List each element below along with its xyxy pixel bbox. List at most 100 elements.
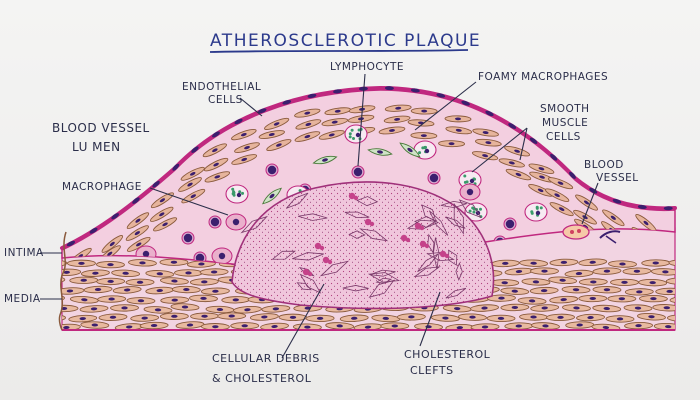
smooth-muscle-cell	[190, 312, 219, 320]
debris-fragment	[364, 218, 372, 226]
lymphocyte	[427, 171, 441, 185]
smooth-muscle-cell	[199, 268, 229, 276]
macrophage	[459, 183, 481, 201]
intima-smooth-muscle-cell	[472, 128, 499, 137]
smooth-muscle-cell	[500, 287, 530, 295]
smooth-muscle-cell	[562, 304, 591, 312]
intima-smooth-muscle-cell	[505, 168, 532, 181]
cholesterol-cleft	[356, 196, 379, 207]
cholesterol-cleft	[286, 192, 309, 209]
smooth-muscle-cell	[249, 313, 279, 321]
cholesterol-cleft	[413, 266, 441, 278]
smooth-muscle-cell	[96, 277, 126, 286]
intima-smooth-muscle-cell	[544, 188, 570, 203]
cholesterol-cleft	[455, 262, 463, 281]
smooth-muscle-cell	[530, 304, 560, 312]
endothelial-nucleus	[191, 146, 199, 153]
smooth-muscle-cell	[638, 294, 668, 303]
endothelial-nucleus	[568, 171, 576, 179]
intima-smooth-muscle-cell	[471, 151, 499, 161]
intima-smooth-muscle-cell	[101, 235, 124, 253]
lymphocyte	[503, 217, 517, 231]
intima-smooth-muscle-cell	[295, 119, 322, 130]
intima-smooth-muscle-cell	[438, 140, 465, 148]
cholesterol-cleft	[240, 215, 268, 234]
cholesterol-cleft	[426, 251, 455, 262]
smooth-muscle-cell	[490, 279, 520, 287]
label-foamy-macrophages: FOAMY MACROPHAGES	[478, 71, 608, 83]
endothelial-nucleus	[508, 123, 517, 129]
intima-smooth-muscle-cell	[445, 126, 473, 135]
core-debris-dots	[232, 182, 494, 309]
label-smooth-muscle-line1: SMOOTH	[540, 103, 590, 115]
intima-smooth-muscle-cell	[602, 209, 625, 227]
smooth-muscle-cell	[578, 278, 608, 286]
cholesterol-cleft	[414, 216, 440, 228]
debris-fragment	[444, 253, 450, 259]
smooth-muscle-cell	[126, 297, 156, 305]
smooth-muscle-cell	[110, 304, 139, 312]
smooth-muscle-cell	[592, 286, 622, 294]
smooth-muscle-cell	[125, 278, 155, 286]
smooth-muscle-cell	[576, 313, 605, 322]
lymphocyte	[208, 215, 222, 229]
smooth-muscle-cell	[592, 267, 622, 275]
smooth-muscle-cell	[159, 258, 189, 266]
smooth-muscle-cell	[592, 304, 622, 313]
spindle-cell	[399, 142, 421, 158]
debris-fragment	[348, 192, 356, 200]
debris-fragment	[314, 242, 322, 250]
smooth-muscle-cell	[548, 276, 578, 285]
cholesterol-cleft	[453, 202, 464, 235]
debris-fragment	[419, 225, 425, 231]
intima-smooth-muscle-cell	[504, 145, 531, 157]
intima-smooth-muscle-cell	[294, 131, 321, 142]
endothelial-nucleus	[172, 163, 180, 171]
intima-smooth-muscle-cell	[126, 212, 150, 230]
endothelial-nuclei	[66, 86, 673, 247]
smooth-muscle-cell	[668, 259, 675, 268]
intima-smooth-muscle-cell	[125, 225, 149, 241]
intima-smooth-muscle-cell	[180, 166, 205, 181]
smooth-muscle-cell	[561, 286, 591, 294]
label-macrophage: MACROPHAGE	[62, 181, 142, 193]
intima-smooth-muscle-cell	[203, 157, 229, 172]
label-media: MEDIA	[4, 293, 41, 305]
intima-smooth-muscle-cell	[202, 143, 228, 158]
intima-smooth-muscle-cell	[347, 114, 375, 123]
smooth-muscle-cell	[624, 321, 654, 330]
smooth-muscle-cell	[470, 323, 500, 330]
lymphocyte	[265, 163, 279, 177]
smooth-muscle-cell	[80, 321, 110, 329]
smooth-muscle-cell	[114, 323, 144, 330]
smooth-muscle-cell	[111, 269, 141, 278]
intima-smooth-muscle-cell	[231, 129, 257, 141]
smooth-muscle-cell	[470, 304, 499, 312]
smooth-muscle-cell	[578, 294, 608, 303]
cholesterol-cleft	[342, 285, 369, 292]
smooth-muscle-cell	[174, 269, 203, 277]
smooth-muscle-cell	[652, 304, 675, 312]
spindle-cell	[367, 148, 393, 156]
endothelial-nucleus	[333, 89, 343, 94]
intima-smooth-muscle-cell	[266, 139, 292, 152]
endothelial-nucleus	[89, 227, 98, 234]
debris-fragment	[327, 259, 333, 265]
intima-smooth-muscle-cell	[153, 217, 178, 232]
label-blood-vessel-line1: BLOOD	[584, 159, 624, 171]
endothelial-nucleus	[212, 131, 220, 138]
smooth-muscle-cell	[98, 313, 128, 321]
intima-smooth-muscle-cell	[410, 107, 438, 115]
cholesterol-cleft	[445, 216, 466, 229]
smooth-muscle-cell	[189, 294, 218, 303]
label-intima: INTIMA	[4, 247, 44, 259]
endothelial-nucleus	[410, 88, 420, 93]
spindle-cell	[262, 187, 282, 205]
intima-smooth-muscle-cell	[150, 206, 174, 222]
smooth-muscle-cell	[610, 278, 639, 286]
smooth-muscle-cell	[519, 313, 548, 321]
debris-fragment	[369, 221, 375, 227]
cholesterol-cleft	[440, 200, 467, 209]
intima-smooth-muscle-cell	[547, 177, 574, 190]
endothelial-nucleus	[282, 100, 292, 105]
